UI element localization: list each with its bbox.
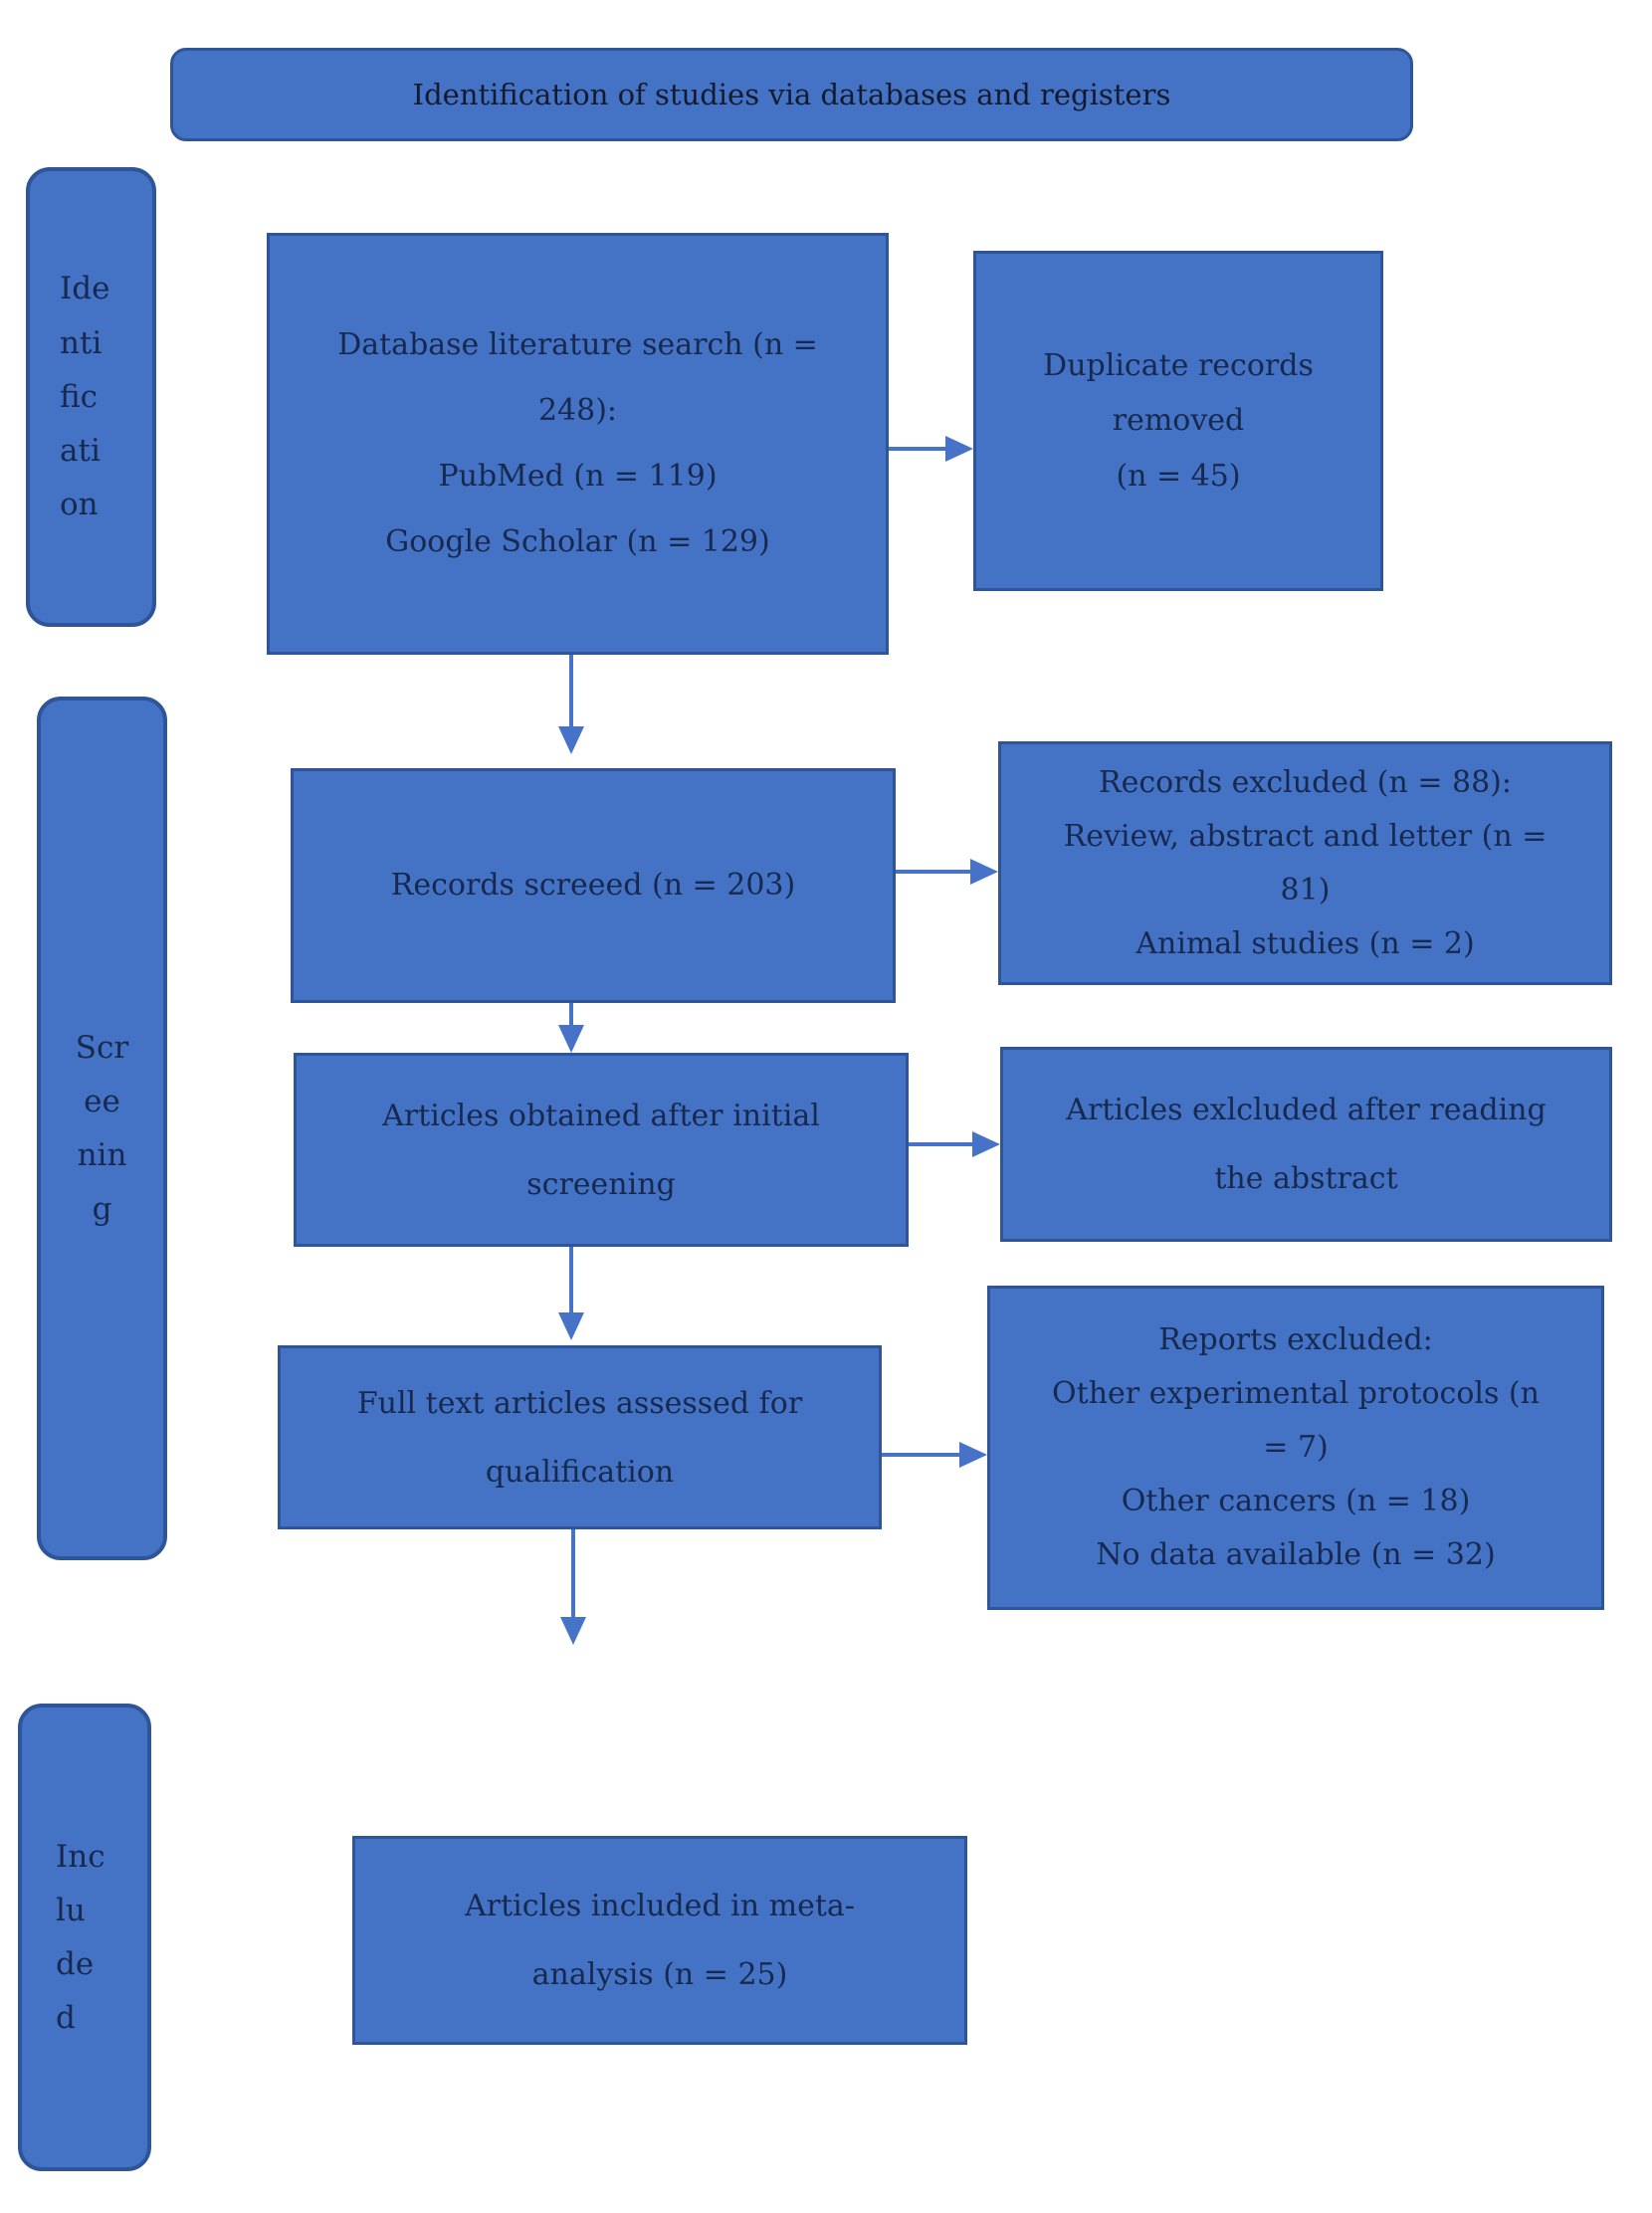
box-full-text-assessed: Full text articles assessed for qualifica… xyxy=(278,1345,882,1529)
text-line: Other cancers (n = 18) xyxy=(1121,1484,1471,1518)
text-line: 248): xyxy=(537,393,618,428)
arrow-line xyxy=(882,1453,961,1457)
text-line: Database literature search (n = xyxy=(337,327,818,362)
arrow-line xyxy=(569,1003,573,1027)
arrow-line xyxy=(896,870,972,874)
text-line: Animal studies (n = 2) xyxy=(1136,925,1475,961)
text-line: qualification xyxy=(485,1454,675,1490)
banner-identification-of-studies: Identification of studies via databases … xyxy=(170,48,1413,141)
text-line: 81) xyxy=(1280,872,1331,907)
text-line: nti xyxy=(60,324,103,361)
arrow-head-right-icon xyxy=(945,436,973,462)
box-articles-obtained: Articles obtained after initial screening xyxy=(294,1053,909,1247)
arrow-line xyxy=(571,1529,575,1619)
arrow-line xyxy=(569,1247,573,1314)
text-line: Articles obtained after initial xyxy=(382,1098,820,1133)
text-line: Other experimental protocols (n xyxy=(1052,1376,1540,1411)
box-duplicates-removed: Duplicate records removed (n = 45) xyxy=(973,251,1383,591)
text-line: = 7) xyxy=(1263,1430,1329,1465)
box-database-search: Database literature search (n = 248): PubM… xyxy=(267,233,889,655)
text-line: Scr xyxy=(75,1029,129,1066)
arrow-line xyxy=(909,1142,974,1146)
box-articles-included: Articles included in meta-analysis (n = … xyxy=(352,1836,967,2045)
arrow-head-down-icon xyxy=(558,1025,584,1053)
text-line: Duplicate records xyxy=(1043,347,1314,383)
text-line: ati xyxy=(60,433,101,470)
text-line: Records screeed (n = 203) xyxy=(390,868,796,904)
text-line: Full text articles assessed for xyxy=(356,1385,803,1421)
stage-label-included: Inc lu de d xyxy=(18,1704,151,2171)
box-records-screened: Records screeed (n = 203) xyxy=(291,768,896,1003)
text-line: Google Scholar (n = 129) xyxy=(385,524,770,559)
arrow-head-right-icon xyxy=(972,1131,1000,1157)
banner-label: Identification of studies via databases … xyxy=(412,77,1171,111)
text-line: Reports excluded: xyxy=(1158,1322,1433,1357)
box-reports-excluded: Reports excluded: Other experimental prot… xyxy=(987,1286,1604,1610)
arrow-head-right-icon xyxy=(959,1442,987,1468)
text-line: nin xyxy=(77,1137,127,1173)
text-line: Articles exlcluded after reading xyxy=(1066,1093,1547,1127)
text-line: analysis (n = 25) xyxy=(531,1957,788,1992)
arrow-line xyxy=(889,447,948,451)
text-line: removed xyxy=(1112,403,1245,439)
text-line: PubMed (n = 119) xyxy=(438,459,718,494)
arrow-head-right-icon xyxy=(970,859,998,885)
text-line: No data available (n = 32) xyxy=(1096,1537,1496,1572)
text-line: (n = 45) xyxy=(1116,458,1241,494)
text-line: Inc xyxy=(56,1838,105,1875)
text-line: Ide xyxy=(60,271,110,307)
stage-label-identification: Ide nti fic ati on xyxy=(26,167,156,627)
text-line: Articles included in meta- xyxy=(465,1889,855,1923)
text-line: on xyxy=(60,487,99,523)
text-line: screening xyxy=(526,1166,676,1202)
arrow-head-down-icon xyxy=(558,726,584,754)
text-line: d xyxy=(56,2000,76,2037)
text-line: the abstract xyxy=(1214,1161,1398,1196)
text-line: lu xyxy=(56,1892,86,1928)
arrow-head-down-icon xyxy=(558,1312,584,1340)
arrow-head-down-icon xyxy=(560,1617,586,1645)
text-line: de xyxy=(56,1946,95,1982)
box-articles-excluded-abstract: Articles exlcluded after reading the abst… xyxy=(1000,1047,1612,1242)
text-line: Review, abstract and letter (n = xyxy=(1063,818,1548,854)
arrow-line xyxy=(569,655,573,728)
text-line: ee xyxy=(84,1083,120,1119)
text-line: fic xyxy=(60,378,99,415)
text-line: Records excluded (n = 88): xyxy=(1099,764,1512,800)
box-records-excluded: Records excluded (n = 88): Review, abstra… xyxy=(998,741,1612,985)
stage-label-screening: Scr ee nin g xyxy=(37,697,167,1560)
text-line: g xyxy=(92,1191,112,1228)
